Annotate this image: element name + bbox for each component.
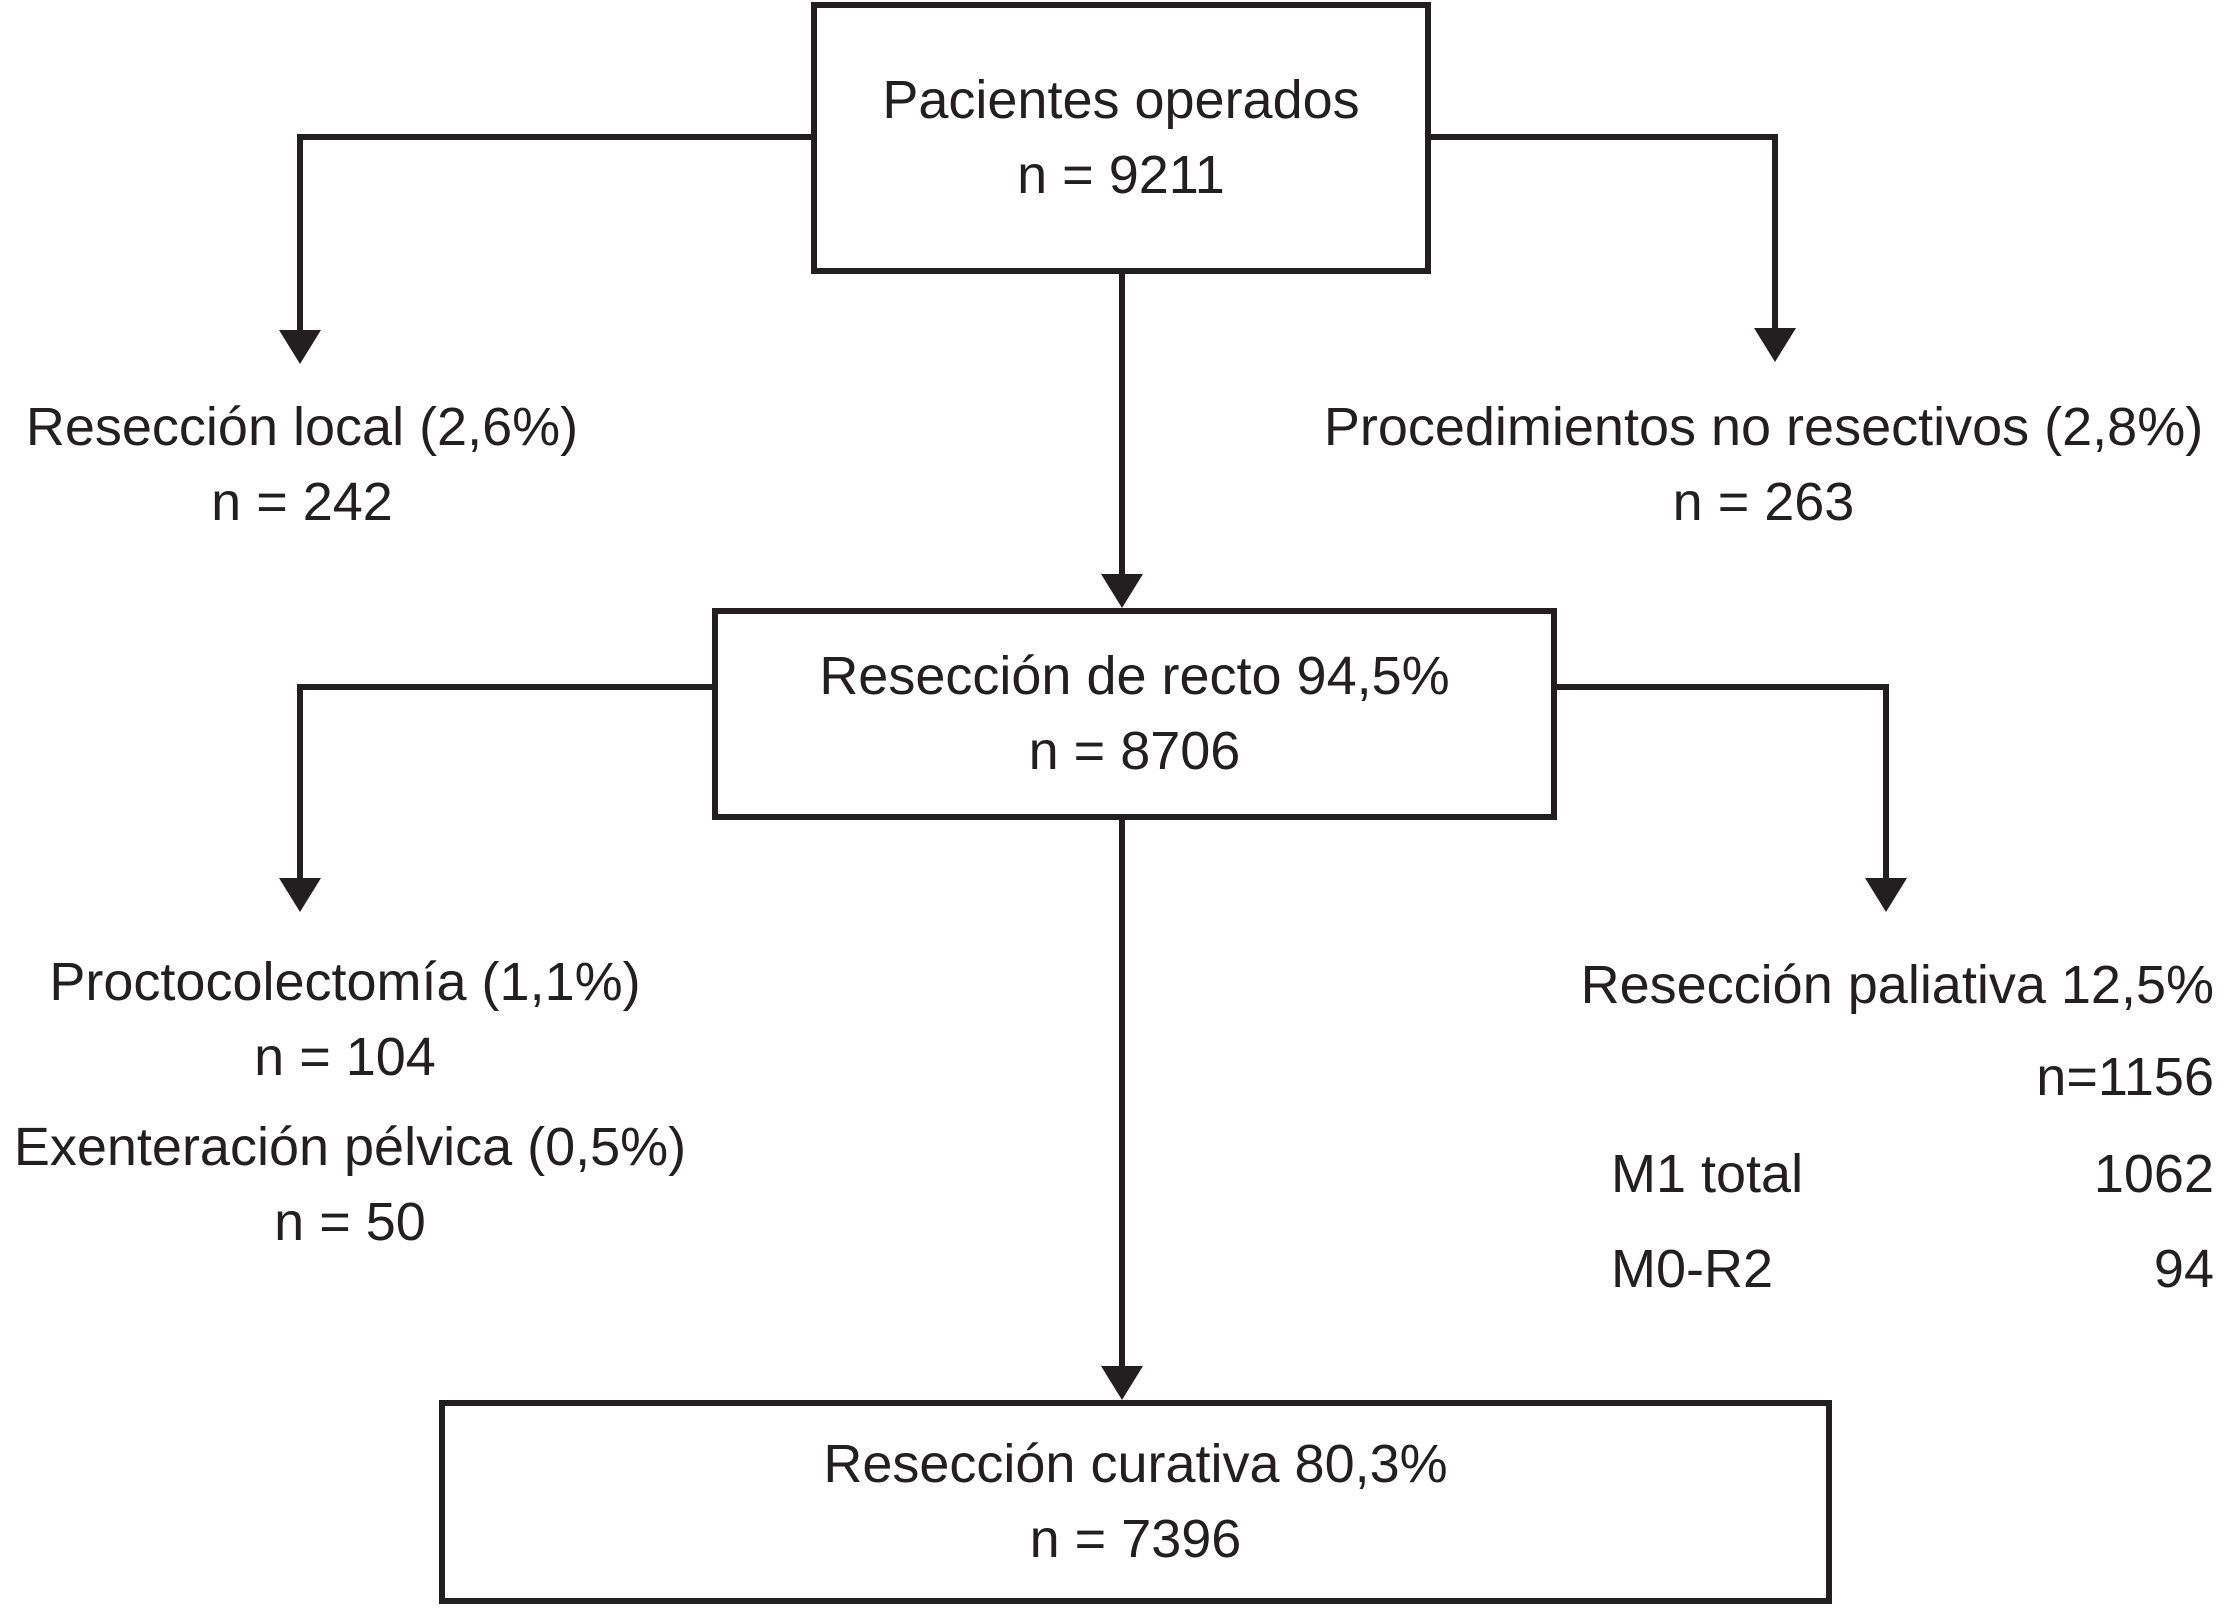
connector-top-left-vertical xyxy=(297,134,303,332)
non-resective-procedures-count: n = 263 xyxy=(1672,472,1855,532)
rectal-resection-box: Resección de recto 94,5% n = 8706 xyxy=(712,608,1557,820)
local-resection-title: Resección local (2,6%) xyxy=(25,397,579,457)
connector-top-left-horizontal xyxy=(300,134,817,140)
palliative-resection-count: n=1156 xyxy=(2036,1047,2214,1107)
arrowhead-local-resection xyxy=(279,330,321,364)
patients-operated-title: Pacientes operados xyxy=(882,70,1360,130)
connector-center-vertical-2 xyxy=(1119,819,1125,1368)
proctocolectomy-label: Proctocolectomía (1,1%) n = 104 xyxy=(30,945,660,1095)
connector-top-right-horizontal xyxy=(1424,134,1778,140)
arrowhead-non-resective xyxy=(1754,328,1796,362)
arrowhead-rectal-resection xyxy=(1101,574,1143,608)
connector-mid-right-horizontal xyxy=(1550,684,1889,690)
connector-top-right-vertical xyxy=(1772,134,1778,330)
rectal-resection-title: Resección de recto 94,5% xyxy=(819,646,1450,706)
curative-resection-count: n = 7396 xyxy=(1029,1509,1242,1569)
connector-mid-left-vertical xyxy=(297,684,303,880)
connector-mid-right-vertical xyxy=(1883,684,1889,880)
curative-resection-title: Resección curativa 80,3% xyxy=(823,1434,1448,1494)
local-resection-label: Resección local (2,6%) n = 242 xyxy=(0,390,604,540)
local-resection-count: n = 242 xyxy=(211,472,393,532)
connector-mid-left-horizontal xyxy=(300,684,718,690)
pelvic-exenteration-count: n = 50 xyxy=(274,1192,426,1252)
m0-r2-label: M0-R2 xyxy=(1611,1239,1774,1299)
pelvic-exenteration-title: Exenteración pélvica (0,5%) xyxy=(13,1117,687,1177)
m0-r2-value: 94 xyxy=(2153,1239,2214,1299)
m1-total-label: M1 total xyxy=(1611,1144,1804,1204)
m0-r2-row: M0-R2 94 xyxy=(1611,1232,2214,1307)
non-resective-procedures-label: Procedimientos no resectivos (2,8%) n = … xyxy=(1300,390,2227,540)
palliative-resection-title: Resección paliativa 12,5% xyxy=(1580,955,2214,1015)
curative-resection-box: Resección curativa 80,3% n = 7396 xyxy=(439,1400,1832,1604)
arrowhead-palliative-resection xyxy=(1865,878,1907,912)
patients-operated-count: n = 9211 xyxy=(1017,145,1225,205)
pelvic-exenteration-label: Exenteración pélvica (0,5%) n = 50 xyxy=(0,1110,700,1260)
proctocolectomy-title: Proctocolectomía (1,1%) xyxy=(49,952,641,1012)
connector-center-vertical-1 xyxy=(1119,272,1125,577)
arrowhead-curative-resection xyxy=(1101,1366,1143,1400)
arrowhead-proctocolectomy xyxy=(279,878,321,912)
proctocolectomy-count: n = 104 xyxy=(254,1027,436,1087)
m1-total-value: 1062 xyxy=(2093,1144,2214,1204)
patients-operated-box: Pacientes operados n = 9211 xyxy=(811,2,1431,274)
non-resective-procedures-title: Procedimientos no resectivos (2,8%) xyxy=(1323,397,2204,457)
rectal-resection-count: n = 8706 xyxy=(1028,721,1241,781)
m1-total-row: M1 total 1062 xyxy=(1611,1137,2214,1212)
